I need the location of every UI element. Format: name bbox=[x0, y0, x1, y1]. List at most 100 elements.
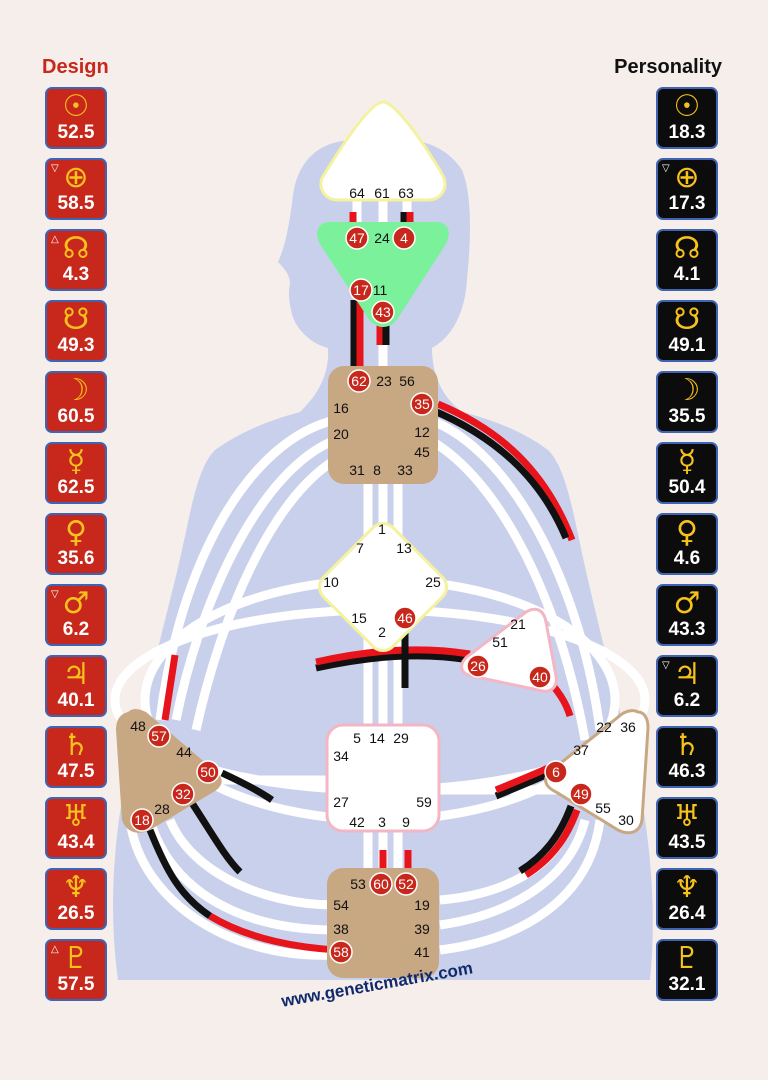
solar-gate-37[interactable]: 37 bbox=[573, 742, 589, 758]
g-gate-2[interactable]: 2 bbox=[378, 624, 386, 640]
personality-uranus-cell[interactable]: ♅43.5 bbox=[656, 797, 718, 859]
sacral-gate-59[interactable]: 59 bbox=[416, 794, 432, 810]
design-sun-cell[interactable]: ☉52.5 bbox=[45, 87, 107, 149]
personality-jupiter-cell[interactable]: ▽♃6.2 bbox=[656, 655, 718, 717]
sacral-gate-5[interactable]: 5 bbox=[353, 730, 361, 746]
design-jupiter-cell[interactable]: ♃40.1 bbox=[45, 655, 107, 717]
head-gate-63[interactable]: 63 bbox=[398, 185, 414, 201]
ego-gate-51[interactable]: 51 bbox=[492, 634, 508, 650]
spleen-gate-28[interactable]: 28 bbox=[154, 801, 170, 817]
throat-gate-8[interactable]: 8 bbox=[373, 462, 381, 478]
gate-line-value: 49.3 bbox=[47, 335, 105, 357]
design-pluto-cell[interactable]: △♇57.5 bbox=[45, 939, 107, 1001]
spleen-gate-32[interactable]: 32 bbox=[175, 786, 191, 802]
root-gate-53[interactable]: 53 bbox=[350, 876, 366, 892]
spleen-gate-48[interactable]: 48 bbox=[130, 718, 146, 734]
ajna-gate-43[interactable]: 43 bbox=[375, 304, 391, 320]
g-gate-13[interactable]: 13 bbox=[396, 540, 412, 556]
personality-saturn-cell[interactable]: ♄46.3 bbox=[656, 726, 718, 788]
personality-north-node-cell[interactable]: ☊4.1 bbox=[656, 229, 718, 291]
solar-gate-22[interactable]: 22 bbox=[596, 719, 612, 735]
design-north-node-cell[interactable]: △☊4.3 bbox=[45, 229, 107, 291]
personality-column: ☉18.3 ▽⊕17.3 ☊4.1 ☋49.1 ☽35.5 ☿50.4 ♀4.6 ♂43.3 ▽… bbox=[656, 87, 722, 1010]
ego-gate-21[interactable]: 21 bbox=[510, 616, 526, 632]
personality-title: Personality bbox=[614, 56, 722, 79]
ajna-gate-24[interactable]: 24 bbox=[374, 230, 390, 246]
throat-gate-56[interactable]: 56 bbox=[399, 373, 415, 389]
throat-gate-62[interactable]: 62 bbox=[351, 373, 367, 389]
design-uranus-cell[interactable]: ♅43.4 bbox=[45, 797, 107, 859]
root-gate-39[interactable]: 39 bbox=[414, 921, 430, 937]
design-mars-cell[interactable]: ▽♂6.2 bbox=[45, 584, 107, 646]
throat-gate-45[interactable]: 45 bbox=[414, 444, 430, 460]
personality-south-node-cell[interactable]: ☋49.1 bbox=[656, 300, 718, 362]
sacral-gate-3[interactable]: 3 bbox=[378, 814, 386, 830]
solar-gate-36[interactable]: 36 bbox=[620, 719, 636, 735]
g-gate-1[interactable]: 1 bbox=[378, 521, 386, 537]
sacral-gate-14[interactable]: 14 bbox=[369, 730, 385, 746]
throat-gate-20[interactable]: 20 bbox=[333, 426, 349, 442]
saturn-icon: ♄ bbox=[658, 728, 716, 763]
spleen-gate-50[interactable]: 50 bbox=[200, 764, 216, 780]
design-neptune-cell[interactable]: ♆26.5 bbox=[45, 868, 107, 930]
root-gate-54[interactable]: 54 bbox=[333, 897, 349, 913]
g-gate-15[interactable]: 15 bbox=[351, 610, 367, 626]
ajna-gate-4[interactable]: 4 bbox=[400, 230, 408, 246]
ajna-gate-11[interactable]: 11 bbox=[373, 282, 388, 298]
sacral-gate-42[interactable]: 42 bbox=[349, 814, 365, 830]
personality-sun-cell[interactable]: ☉18.3 bbox=[656, 87, 718, 149]
design-moon-cell[interactable]: ☽60.5 bbox=[45, 371, 107, 433]
spleen-gate-57[interactable]: 57 bbox=[151, 728, 167, 744]
design-saturn-cell[interactable]: ♄47.5 bbox=[45, 726, 107, 788]
g-gate-46[interactable]: 46 bbox=[397, 610, 413, 626]
gate-line-value: 50.4 bbox=[658, 477, 716, 499]
head-gate-61[interactable]: 61 bbox=[374, 185, 390, 201]
root-gate-60[interactable]: 60 bbox=[373, 876, 389, 892]
spleen-gate-18[interactable]: 18 bbox=[134, 812, 150, 828]
root-gate-19[interactable]: 19 bbox=[414, 897, 430, 913]
personality-venus-cell[interactable]: ♀4.6 bbox=[656, 513, 718, 575]
personality-mars-cell[interactable]: ♂43.3 bbox=[656, 584, 718, 646]
solar-gate-49[interactable]: 49 bbox=[573, 786, 589, 802]
design-south-node-cell[interactable]: ☋49.3 bbox=[45, 300, 107, 362]
ajna-gate-17[interactable]: 17 bbox=[353, 282, 369, 298]
solar-gate-55[interactable]: 55 bbox=[595, 800, 611, 816]
g-gate-7[interactable]: 7 bbox=[356, 540, 364, 556]
design-mercury-cell[interactable]: ☿62.5 bbox=[45, 442, 107, 504]
root-gate-38[interactable]: 38 bbox=[333, 921, 349, 937]
root-gate-58[interactable]: 58 bbox=[333, 944, 349, 960]
throat-gate-35[interactable]: 35 bbox=[414, 396, 430, 412]
gate-line-value: 6.2 bbox=[658, 690, 716, 712]
personality-pluto-cell[interactable]: ♇32.1 bbox=[656, 939, 718, 1001]
head-gate-64[interactable]: 64 bbox=[349, 185, 365, 201]
solar-gate-30[interactable]: 30 bbox=[618, 812, 634, 828]
design-venus-cell[interactable]: ♀35.6 bbox=[45, 513, 107, 575]
throat-gate-16[interactable]: 16 bbox=[333, 400, 349, 416]
gate-line-value: 35.5 bbox=[658, 406, 716, 428]
gate-line-value: 49.1 bbox=[658, 335, 716, 357]
throat-gate-33[interactable]: 33 bbox=[397, 462, 413, 478]
design-earth-cell[interactable]: ▽⊕58.5 bbox=[45, 158, 107, 220]
sacral-gate-34[interactable]: 34 bbox=[333, 748, 349, 764]
ego-gate-40[interactable]: 40 bbox=[532, 669, 548, 685]
root-gate-41[interactable]: 41 bbox=[414, 944, 430, 960]
root-gate-52[interactable]: 52 bbox=[398, 876, 414, 892]
solar-gate-6[interactable]: 6 bbox=[552, 764, 560, 780]
sacral-gate-29[interactable]: 29 bbox=[393, 730, 409, 746]
sacral-gate-27[interactable]: 27 bbox=[333, 794, 349, 810]
g-gate-10[interactable]: 10 bbox=[323, 574, 339, 590]
throat-gate-12[interactable]: 12 bbox=[414, 424, 430, 440]
spleen-gate-44[interactable]: 44 bbox=[176, 744, 192, 760]
personality-earth-cell[interactable]: ▽⊕17.3 bbox=[656, 158, 718, 220]
ego-gate-26[interactable]: 26 bbox=[470, 658, 486, 674]
throat-gate-23[interactable]: 23 bbox=[376, 373, 392, 389]
personality-mercury-cell[interactable]: ☿50.4 bbox=[656, 442, 718, 504]
g-gate-25[interactable]: 25 bbox=[425, 574, 441, 590]
throat-gate-31[interactable]: 31 bbox=[349, 462, 365, 478]
ajna-gate-47[interactable]: 47 bbox=[349, 230, 365, 246]
sun-icon: ☉ bbox=[47, 89, 105, 124]
sacral-gate-9[interactable]: 9 bbox=[402, 814, 410, 830]
personality-moon-cell[interactable]: ☽35.5 bbox=[656, 371, 718, 433]
personality-neptune-cell[interactable]: ♆26.4 bbox=[656, 868, 718, 930]
